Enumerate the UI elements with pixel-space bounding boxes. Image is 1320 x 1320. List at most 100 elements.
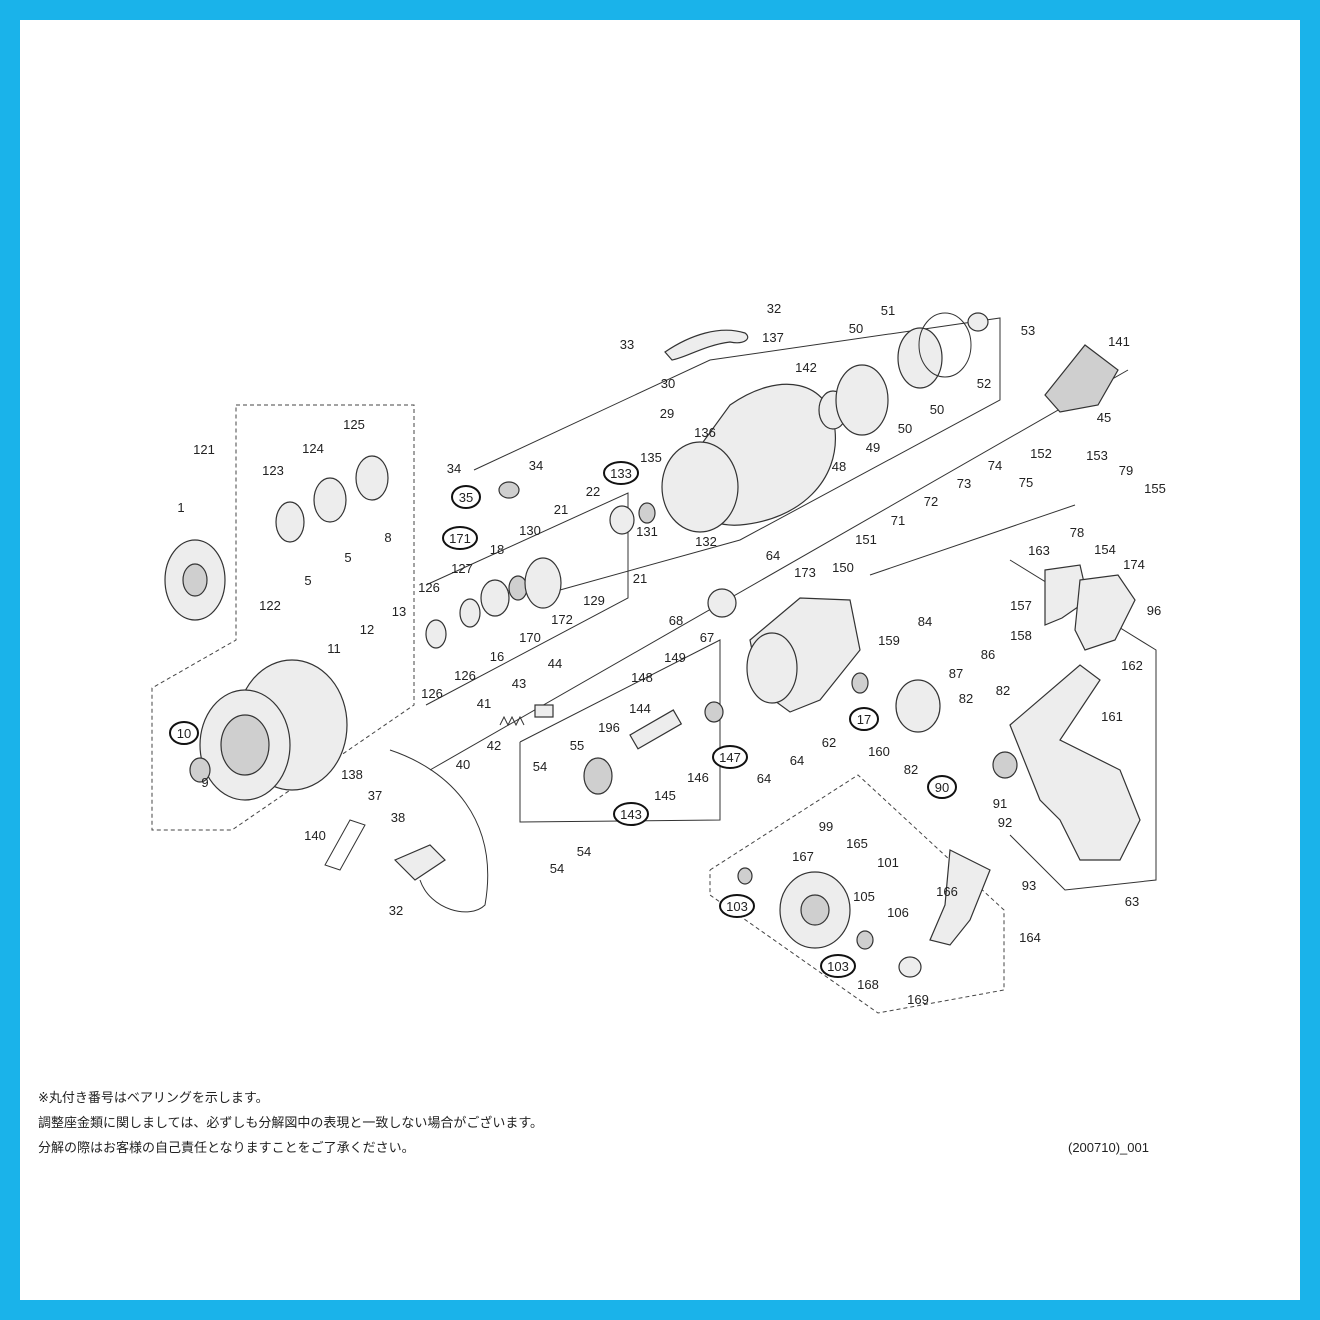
part-label-21: 21 [633,571,647,586]
cap-part-169 [898,956,922,978]
part-label-148: 148 [631,670,653,685]
group-boundaries [151,317,1157,1014]
part-68 [707,588,737,618]
part-label-158: 158 [1010,628,1032,643]
bail-wire-part [389,749,489,913]
bearing-circle-17 [849,707,879,731]
parts-artwork [164,312,1141,978]
part-140 [324,819,366,871]
note-line-2: 調整座金類に関しましては、必ずしも分解図中の表現と一致しない場合がございます。 [38,1116,544,1131]
part-label-75: 75 [1019,475,1033,490]
part-label-126: 126 [418,580,440,595]
bearing-circle-10 [169,721,199,745]
part-label-22: 22 [586,484,600,499]
part-label-132: 132 [695,534,717,549]
part-label-127: 127 [451,561,473,576]
part-label-135: 135 [640,450,662,465]
bearing-90-part [992,751,1018,779]
part-label-62: 62 [822,735,836,750]
note-line-3: 分解の際はお客様の自己責任となりますことをご了承ください。 [38,1141,415,1156]
part-label-170: 170 [519,630,541,645]
housing-part-51 [897,327,943,389]
part-label-138: 138 [341,767,363,782]
drag-knob-center [182,563,208,597]
pinion-part-129 [524,557,562,609]
bearing-label-147: 147 [719,750,741,765]
part-label-50: 50 [849,321,863,336]
part-label-33: 33 [620,337,634,352]
part-label-68: 68 [669,613,683,628]
part-label-84: 84 [918,614,932,629]
part-label-87: 87 [949,666,963,681]
part-label-50: 50 [898,421,912,436]
bearing-circle-171 [442,526,478,550]
part-label-18: 18 [490,542,504,557]
part-label-168: 168 [857,977,879,992]
part-label-32: 32 [767,301,781,316]
part-label-82: 82 [959,691,973,706]
part-label-5: 5 [304,573,311,588]
part-label-106: 106 [887,905,909,920]
part-label-144: 144 [629,701,651,716]
part-label-55: 55 [570,738,584,753]
part-label-142: 142 [795,360,817,375]
bearing-label-90: 90 [935,780,949,795]
washer-part-c [355,455,389,501]
drive-gear-160 [895,679,941,733]
bearing-143-part [583,757,613,795]
bearing-35-part [498,481,520,499]
part-label-150: 150 [832,560,854,575]
line-roller-part [393,844,446,881]
bearing-label-103: 103 [726,899,748,914]
part-label-154: 154 [1094,542,1116,557]
part-label-136: 136 [694,425,716,440]
part-label-63: 63 [1125,894,1139,909]
part-label-196: 196 [598,720,620,735]
washer-part-a [275,501,305,543]
bearing-10-part [189,757,211,783]
part-label-155: 155 [1144,481,1166,496]
part-label-172: 172 [551,612,573,627]
body-lower-guide [519,639,721,823]
bearing-103-part-b [856,930,874,950]
part-label-52: 52 [977,376,991,391]
main-shaft-151 [869,504,1076,576]
part-label-54: 54 [550,861,564,876]
part-label-173: 173 [794,565,816,580]
part-label-11: 11 [327,641,341,656]
part-label-124: 124 [302,441,324,456]
part-label-5: 5 [344,550,351,565]
handle-arm-166 [929,849,991,946]
part-label-167: 167 [792,849,814,864]
part-label-145: 145 [654,788,676,803]
part-label-96: 96 [1147,603,1161,618]
part-label-126: 126 [421,686,443,701]
part-label-86: 86 [981,647,995,662]
collar-part-126 [425,619,447,649]
spool-group-outline [151,404,415,831]
part-label-48: 48 [832,459,846,474]
note-line-1: ※丸付き番号はベアリングを示します。 [38,1091,269,1106]
part-label-101: 101 [877,855,899,870]
handle-knob-hub [800,894,830,926]
part-label-53: 53 [1021,323,1035,338]
part-label-72: 72 [924,494,938,509]
body-guide-outline [425,492,629,706]
body-front-ring [746,632,798,704]
bearing-label-10: 10 [177,726,191,741]
part-label-162: 162 [1121,658,1143,673]
bearing-circle-35 [451,485,481,509]
part-label-40: 40 [456,757,470,772]
part-label-54: 54 [577,844,591,859]
part-label-42: 42 [487,738,501,753]
part-label-153: 153 [1086,448,1108,463]
part-label-131: 131 [636,524,658,539]
part-label-123: 123 [262,463,284,478]
shaft-guide-line [429,369,1129,771]
part-label-74: 74 [988,458,1002,473]
clutch-part-170 [480,579,510,617]
part-label-125: 125 [343,417,365,432]
part-label-50: 50 [930,402,944,417]
bearing-circle-103 [719,894,755,918]
part-label-13: 13 [392,604,406,619]
